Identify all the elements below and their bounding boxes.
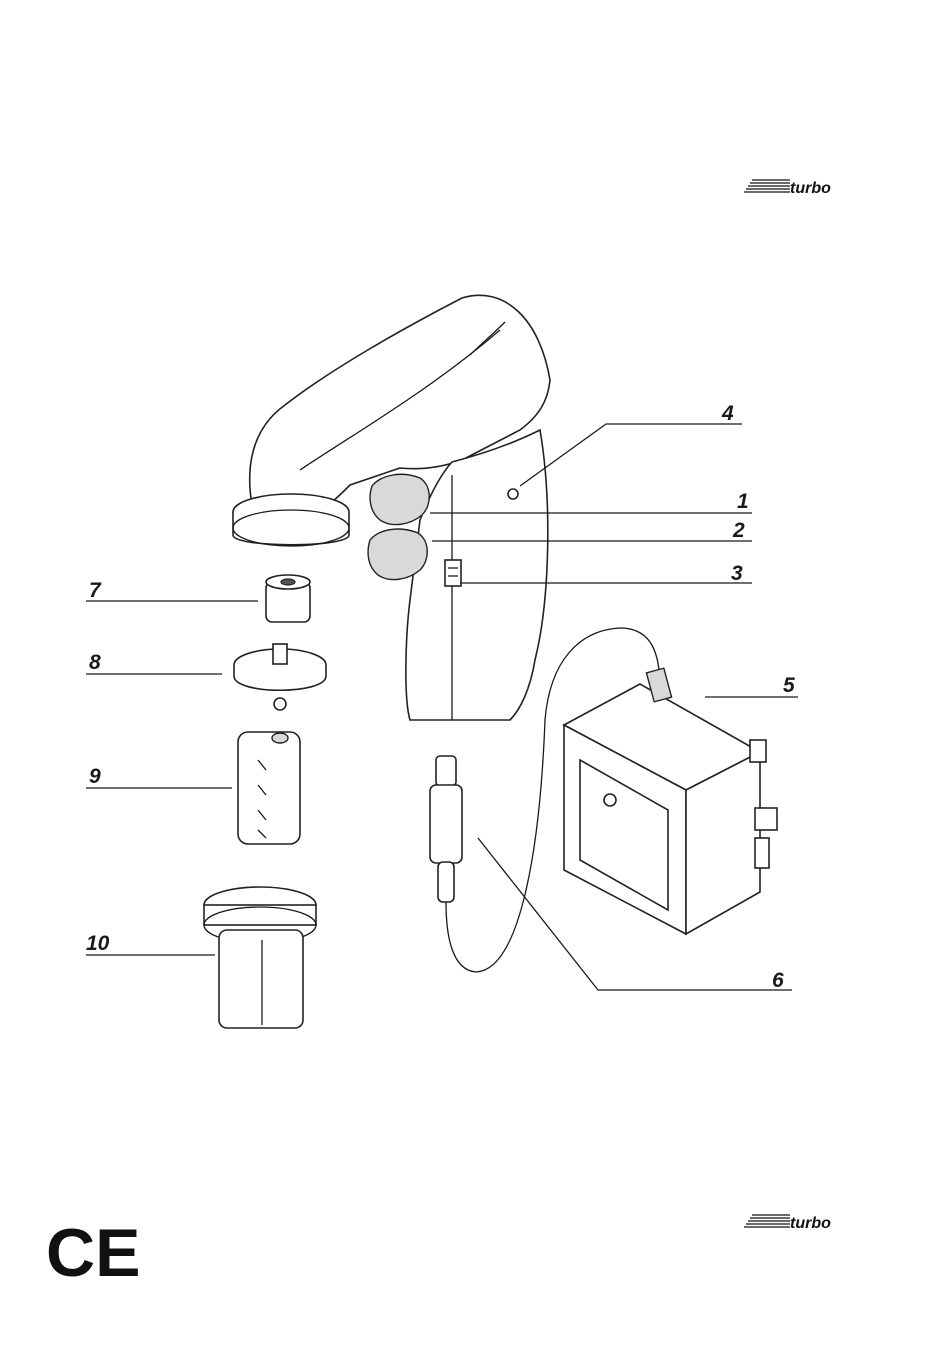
trigger-button-lower: [368, 529, 427, 580]
callout-4: 4: [721, 402, 734, 425]
callout-10: 10: [86, 932, 110, 955]
pipette-holder: [204, 887, 316, 1028]
silicone-adapter: [238, 732, 300, 844]
brand-logo-bottom: turbo: [744, 1215, 831, 1232]
ce-mark-text: CE: [46, 1215, 140, 1291]
nozzle-ring-body: [233, 512, 349, 545]
power-supply: [564, 668, 777, 934]
brand-logo-top: turbo: [744, 180, 831, 197]
callout-2: 2: [732, 519, 745, 542]
ce-mark-icon: CE: [46, 1215, 140, 1291]
speed-lines-icon: [744, 1215, 790, 1227]
callout-1: 1: [737, 490, 749, 513]
callout-3: 3: [731, 562, 743, 585]
indicator-led: [508, 489, 518, 499]
controller-grip: [406, 430, 548, 720]
membrane-filter: [234, 644, 326, 710]
speed-lines-icon: [744, 180, 790, 192]
trigger-button-upper: [370, 474, 429, 524]
callout-7: 7: [89, 579, 102, 602]
callout-9: 9: [89, 765, 101, 788]
callout-5: 5: [783, 674, 795, 697]
callout-8: 8: [89, 651, 101, 674]
callout-6: 6: [772, 969, 784, 992]
nosepiece: [266, 575, 310, 622]
brand-name-top: turbo: [790, 180, 831, 197]
brand-name-bottom: turbo: [790, 1215, 831, 1232]
speed-switch: [445, 560, 461, 586]
